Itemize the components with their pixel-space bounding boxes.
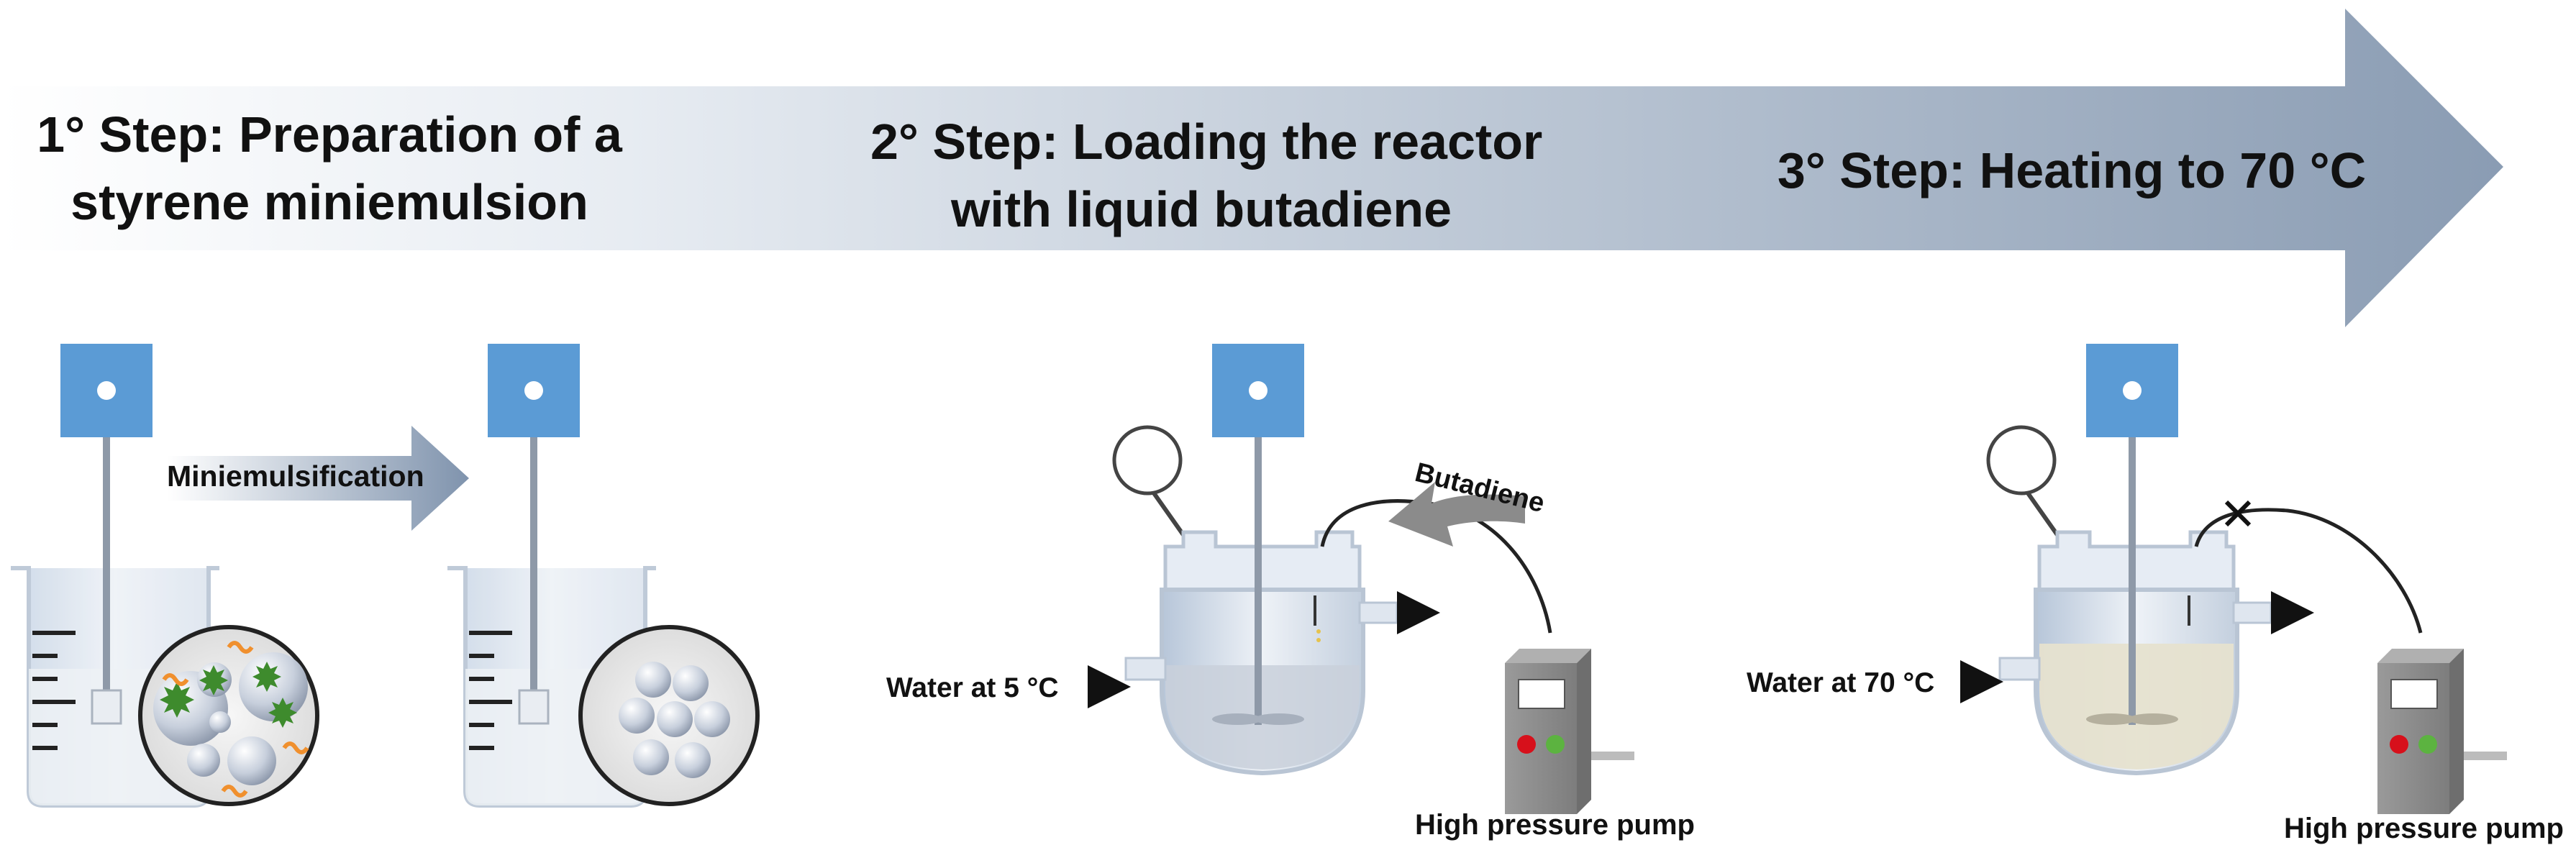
step-2-line-1: 2° Step: Loading the reactor [870,114,1543,170]
step-1-line-1: 1° Step: Preparation of a [37,106,622,163]
pump-step2 [1505,649,1634,814]
step-3-title: 3° Step: Heating to 70 °C [1755,137,2388,204]
initiator-icon [160,662,297,728]
pump-label-step2: High pressure pump [1415,809,1695,841]
step-1-title: 1° Step: Preparation of a styrene miniem… [27,101,632,236]
reactor-step3 [1986,344,2314,776]
pump-label-step3: High pressure pump [2284,813,2564,844]
reactor-step2 [1112,344,1440,776]
step-1-line-2: styrene miniemulsion [70,174,588,230]
surfactant-icon [162,641,309,798]
butadiene-arrow-icon [1388,482,1525,547]
step-2-title: 2° Step: Loading the reactor with liquid… [870,108,1543,243]
miniemulsion-zoom-before [138,625,319,806]
water-label-step3: Water at 70 °C [1747,667,1934,698]
miniemulsification-label: Miniemulsification [167,460,424,493]
cross-mark-icon [2224,500,2252,527]
step-2-line-2: with liquid butadiene [950,181,1452,237]
water-label-step2: Water at 5 °C [886,672,1059,703]
pump-step3 [2377,649,2507,814]
process-arrow-icon [0,9,2503,327]
miniemulsion-zoom-after [578,625,760,806]
step-3-line-1: 3° Step: Heating to 70 °C [1777,142,2367,198]
miniemulsification-arrow-icon [167,426,469,531]
butadiene-line-closed [2194,508,2423,634]
